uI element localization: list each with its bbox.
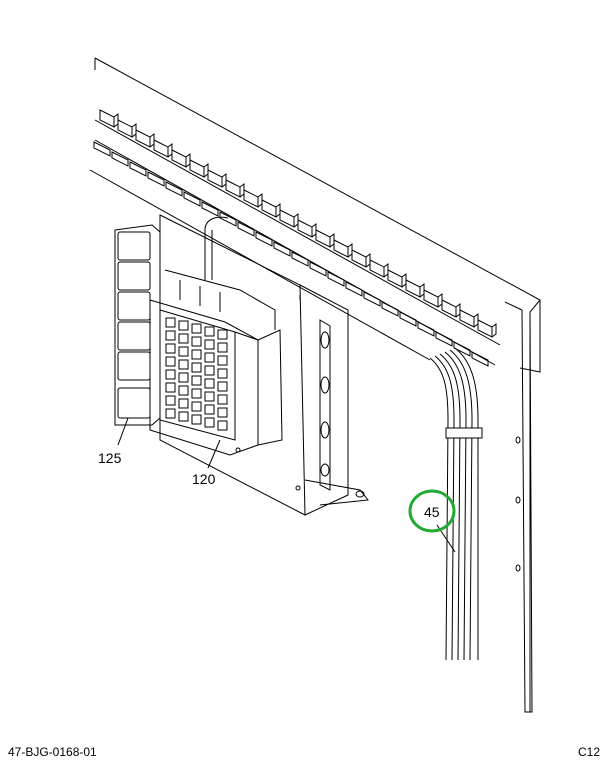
fuse-slot xyxy=(165,382,176,393)
fuse-slot xyxy=(178,372,189,383)
fuse-slot xyxy=(191,336,202,347)
retainer-clip xyxy=(381,269,407,317)
callout-45: 45 xyxy=(424,504,440,520)
callout-120: 120 xyxy=(192,471,216,487)
fuse-slot xyxy=(165,395,176,406)
fuse-slot xyxy=(204,339,215,350)
wire-retainer-clips xyxy=(89,109,501,367)
fuse-slot xyxy=(191,414,202,425)
fuse-slot xyxy=(217,368,228,379)
retainer-clip xyxy=(219,179,245,227)
fuse-slot xyxy=(178,398,189,409)
fuse-slot xyxy=(165,356,176,367)
mounting-panel xyxy=(94,57,541,713)
fuse-slot xyxy=(191,323,202,334)
fuse-slot xyxy=(191,401,202,412)
clip-rail xyxy=(89,119,501,366)
retainer-clip xyxy=(129,129,155,177)
fuse-slot xyxy=(178,385,189,396)
retainer-clip xyxy=(363,259,389,307)
fuse-slot xyxy=(191,362,202,373)
retainer-clip xyxy=(399,279,425,327)
fuse-slot xyxy=(178,359,189,370)
fuse-slot xyxy=(217,329,228,340)
fuse-slot xyxy=(191,375,202,386)
retainer-clip xyxy=(417,289,443,337)
retainer-clip xyxy=(255,199,281,247)
fuse-slot xyxy=(204,391,215,402)
fuse-slot xyxy=(217,407,228,418)
fuse-slot xyxy=(165,408,176,419)
retainer-clip xyxy=(327,239,353,287)
retainer-clip xyxy=(147,139,173,187)
retainer-clip xyxy=(237,189,263,237)
mounting-bracket xyxy=(159,214,369,516)
retainer-clip xyxy=(183,159,209,207)
fuse-slot xyxy=(217,394,228,405)
retainer-clip xyxy=(111,119,137,167)
fuse-slot xyxy=(204,404,215,415)
fuse-slot xyxy=(204,378,215,389)
fuse-slot xyxy=(217,420,228,431)
retainer-clip xyxy=(291,219,317,267)
retainer-clip xyxy=(201,169,227,217)
fuse-slot xyxy=(165,330,176,341)
sheet-number: C12 xyxy=(577,745,600,759)
relay-stack xyxy=(114,224,161,426)
fuse-slot xyxy=(217,342,228,353)
drawing-number: 47-BJG-0168-01 xyxy=(8,745,97,759)
fuse-slot xyxy=(217,355,228,366)
fuse-slot xyxy=(204,326,215,337)
fuse-slot xyxy=(204,417,215,428)
retainer-clip xyxy=(471,319,497,367)
retainer-clip xyxy=(345,249,371,297)
wire-harness xyxy=(204,216,483,661)
fuse-block xyxy=(149,269,283,456)
fuse-slot xyxy=(217,381,228,392)
retainer-clip xyxy=(165,149,191,197)
fuse-slot xyxy=(204,365,215,376)
fuse-slot xyxy=(178,346,189,357)
fuse-slot xyxy=(165,343,176,354)
fuse-slot xyxy=(191,349,202,360)
retainer-clip xyxy=(453,309,479,357)
fuse-slot xyxy=(165,317,176,328)
callout-125: 125 xyxy=(98,450,122,466)
fuse-slot xyxy=(204,352,215,363)
retainer-clip xyxy=(273,209,299,257)
fuse-slot xyxy=(191,388,202,399)
fuse-slot xyxy=(178,320,189,331)
retainer-clip xyxy=(309,229,335,277)
fuse-slot xyxy=(178,411,189,422)
highlight-circle xyxy=(408,489,456,533)
retainer-clip xyxy=(93,109,119,157)
fuse-slot xyxy=(178,333,189,344)
fuse-slot xyxy=(165,369,176,380)
